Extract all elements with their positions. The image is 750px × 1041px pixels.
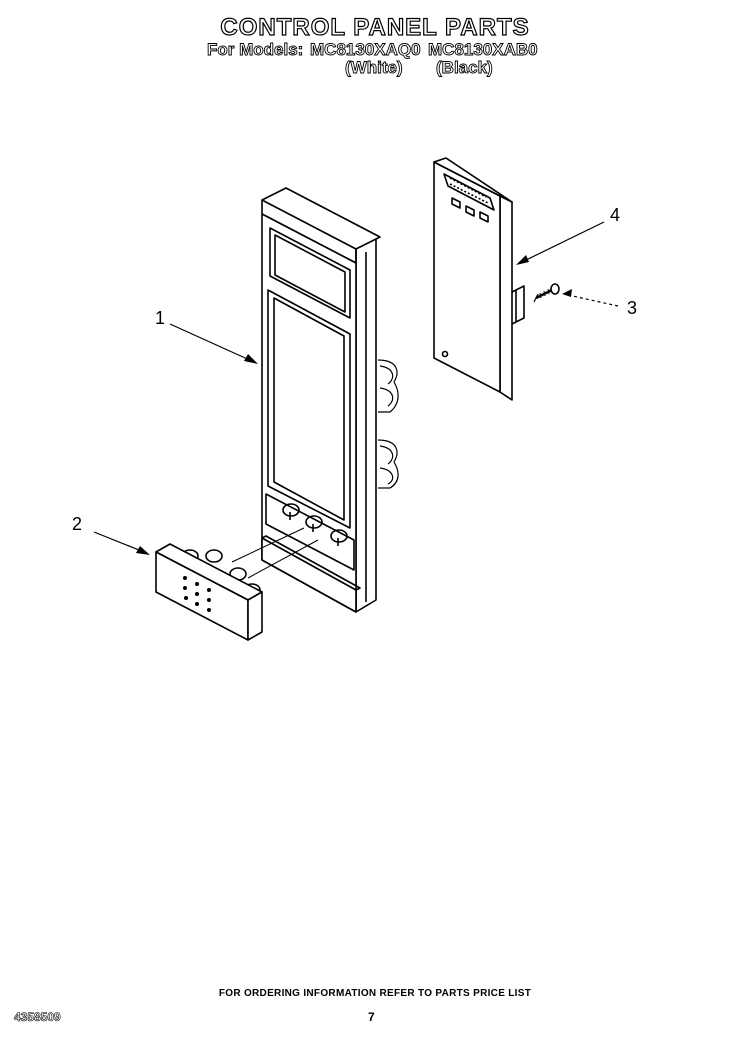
model-number-white: MC8130XAQ0 xyxy=(310,40,421,60)
document-number: 4358509 xyxy=(14,1010,61,1025)
leader-line-part4 xyxy=(521,221,605,263)
callout-part4: 4 xyxy=(610,205,621,225)
model-number-black: MC8130XAB0 xyxy=(428,40,539,60)
leader-line-part2 xyxy=(93,531,145,553)
callout-leaders xyxy=(93,221,619,553)
callout-part3: 3 xyxy=(627,298,638,318)
circuit-board xyxy=(433,157,525,401)
control-panel-frame xyxy=(231,187,399,613)
arrowhead-part2 xyxy=(136,546,150,555)
page-title: CONTROL PANEL PARTS xyxy=(220,13,530,41)
models-label: For Models: xyxy=(207,40,304,60)
arrowhead-part3 xyxy=(562,289,572,297)
models-header: For Models: MC8130XAQ0 MC8130XAB0 (White… xyxy=(0,40,750,78)
arrowhead-part4 xyxy=(516,255,529,265)
callout-arrowheads xyxy=(136,255,572,555)
arrowhead-part1 xyxy=(244,354,258,364)
ordering-note: FOR ORDERING INFORMATION REFER TO PARTS … xyxy=(218,988,532,999)
leader-line-part1 xyxy=(169,323,255,363)
leader-line-part3 xyxy=(567,294,619,307)
page-number: 7 xyxy=(368,1010,375,1024)
screw xyxy=(533,283,560,303)
color-label-black: (Black) xyxy=(436,58,494,78)
color-label-white: (White) xyxy=(345,58,403,78)
button-keypad xyxy=(155,543,263,641)
callout-part2: 2 xyxy=(72,514,83,534)
ribbon-cable xyxy=(377,359,399,489)
callout-part1: 1 xyxy=(155,308,166,328)
